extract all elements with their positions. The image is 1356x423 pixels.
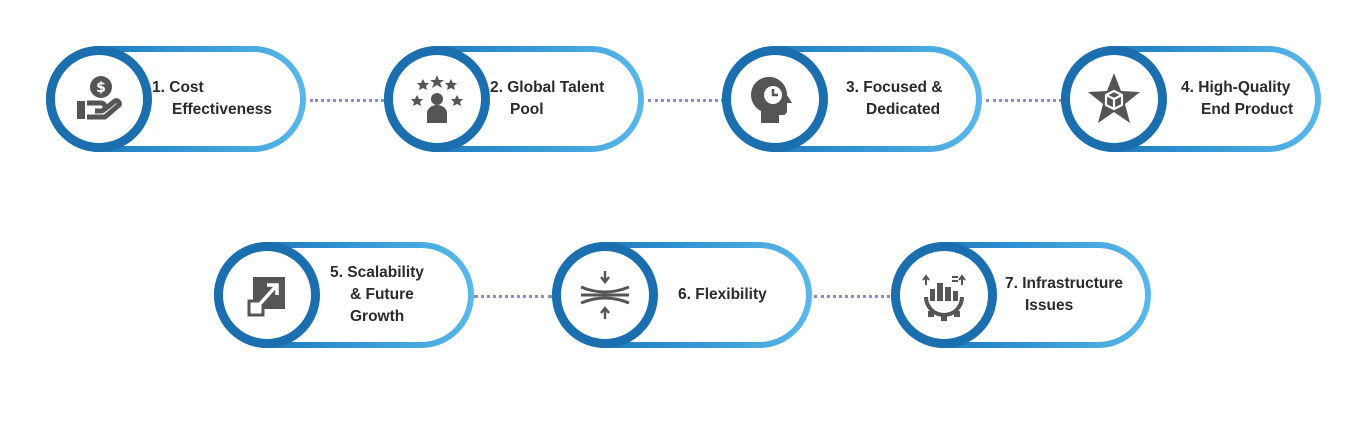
- svg-text:$: $: [96, 80, 106, 96]
- talent-stars-icon: [411, 75, 463, 123]
- item-number: 4.: [1181, 79, 1194, 96]
- money-hand-icon: $: [77, 76, 122, 120]
- item-title-line2: Issues: [1025, 297, 1074, 314]
- connector-5-6: [474, 295, 552, 298]
- item-title-line3: Growth: [350, 308, 405, 325]
- item-focused-dedicated: 3. Focused & Dedicated: [722, 46, 982, 152]
- item-infrastructure: 7. Infrastructure Issues: [891, 242, 1151, 348]
- item-title-line2: End Product: [1201, 101, 1294, 118]
- item-title-line2: Pool: [510, 101, 544, 118]
- item-title-line1: Global Talent: [507, 79, 605, 96]
- connector-1-2: [310, 99, 384, 102]
- item-number: 7.: [1005, 275, 1018, 292]
- item-cost-effectiveness: $ 1. Cost Effectiveness: [46, 46, 306, 152]
- item-scalability: 5. Scalability & Future Growth: [214, 242, 474, 348]
- head-clock-icon: [751, 76, 792, 123]
- item-high-quality: 4. High-Quality End Product: [1061, 46, 1321, 152]
- item-global-talent-pool: 2. Global Talent Pool: [384, 46, 644, 152]
- item-title-line1: Focused &: [863, 79, 943, 96]
- item-number: 2.: [490, 79, 503, 96]
- item-title-line2: Effectiveness: [172, 101, 272, 118]
- scale-arrow-icon: [247, 277, 285, 317]
- item-number: 5.: [330, 264, 343, 281]
- item-flexibility: 6. Flexibility: [552, 242, 812, 348]
- item-title-line2: & Future: [350, 286, 414, 303]
- item-title-line1: Infrastructure: [1022, 275, 1124, 292]
- item-number: 3.: [846, 79, 859, 96]
- star-box-icon: [1088, 73, 1140, 123]
- item-number: 1.: [152, 79, 165, 96]
- item-title-line1: Cost: [169, 79, 204, 96]
- connector-6-7: [814, 295, 890, 298]
- item-title-line1: Flexibility: [695, 286, 767, 303]
- item-title-line1: Scalability: [347, 264, 424, 281]
- gear-chart-icon: [922, 274, 966, 321]
- item-title-line1: High-Quality: [1198, 79, 1291, 96]
- item-number: 6.: [678, 286, 691, 303]
- connector-2-3: [648, 99, 724, 102]
- flex-compress-icon: [580, 271, 630, 319]
- connector-3-4: [986, 99, 1062, 102]
- item-title-line2: Dedicated: [866, 101, 941, 118]
